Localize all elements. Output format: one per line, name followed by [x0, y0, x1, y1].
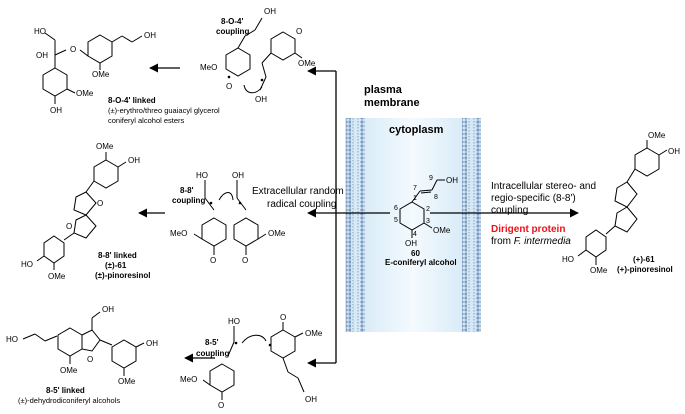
dirigent-protein-label: Dirigent protein: [491, 224, 565, 235]
middle-product-structure: [36, 152, 127, 270]
oh-label-top: OH: [446, 176, 458, 185]
top-radical-o: O: [226, 82, 232, 91]
plus-pinoresinol-structure: [577, 140, 668, 265]
extracellular-label-2: radical coupling: [267, 199, 337, 210]
bottom-product-oh-2: OH: [146, 339, 158, 348]
top-radical-meo: MeO: [200, 63, 217, 72]
cytoplasm-region: [345, 118, 481, 332]
lipid-heads-outer-right: [476, 118, 481, 332]
atom-1: 1: [413, 195, 417, 202]
atom-5: 5: [394, 217, 398, 224]
top-product-label-3: coniferyl alcohol esters: [108, 116, 185, 125]
top-product-label-2: (±)-erythro/threo guaiacyl glycerol: [108, 106, 220, 115]
plasma-membrane-label: plasma: [364, 84, 403, 96]
plasma-membrane-label-2: membrane: [364, 97, 420, 109]
membrane: [345, 118, 481, 332]
top-product-oh-3: OH: [50, 106, 62, 115]
cytoplasm-label: cytoplasm: [389, 124, 444, 136]
bottom-product-ome: OMe: [60, 366, 78, 375]
bottom-coupling-label-1: 8-5': [205, 338, 219, 347]
bottom-radical-ome: OMe: [305, 329, 323, 338]
middle-radical-pair: [193, 180, 267, 255]
pinoresinol-ho: HO: [562, 255, 574, 264]
top-coupling-label-1: 8-O-4': [221, 17, 243, 26]
top-radical-ome: OMe: [298, 59, 316, 68]
middle-radical-o-2: O: [242, 256, 248, 265]
lipid-heads-inner-right: [462, 118, 467, 332]
top-product-structure: [42, 32, 143, 104]
radical-dots: [209, 75, 272, 347]
middle-radical-o: O: [210, 256, 216, 265]
bottom-radical-pair: [202, 322, 305, 400]
middle-product-o-2: O: [66, 222, 72, 231]
compound-number-60: 60: [411, 249, 420, 258]
bottom-product-o: O: [87, 355, 93, 364]
coniferyl-alcohol-structure: [399, 179, 445, 238]
bottom-product-label-2: (±)-dehydrodiconiferyl alcohols: [18, 396, 120, 405]
top-product-o: O: [70, 45, 76, 54]
bottom-radical-oh: OH: [305, 395, 317, 404]
intracellular-label-2: regio-specific (8-8'): [491, 193, 576, 204]
top-product-ome: OMe: [92, 70, 110, 79]
middle-product-ho: HO: [21, 260, 33, 269]
top-product-label-1: 8-O-4' linked: [108, 96, 156, 105]
bottom-product-ome-2: OMe: [118, 377, 136, 386]
middle-product-o: O: [97, 199, 103, 208]
bottom-radical-meo: MeO: [180, 375, 197, 384]
extracellular-label-1: Extracellular random: [252, 186, 344, 197]
bottom-radical-o-2: O: [218, 401, 224, 410]
dirigent-source: from F. intermedia: [491, 236, 571, 247]
top-radical-o-2: O: [296, 27, 302, 36]
atom-9: 9: [429, 175, 433, 182]
lipid-heads-inner-left: [360, 118, 365, 332]
bottom-product-ho: HO: [6, 335, 18, 344]
atom-2: 2: [426, 206, 430, 213]
top-radical-oh-2: OH: [255, 95, 267, 104]
middle-product-ome-2: OMe: [48, 272, 66, 281]
atom-7: 7: [413, 185, 417, 192]
top-product-oh-2: OH: [144, 31, 156, 40]
top-product-ho: HO: [34, 27, 46, 36]
pinoresinol-ome-bottom: OMe: [590, 266, 608, 275]
lipid-heads-outer-left: [346, 118, 351, 332]
ome-label: OMe: [433, 226, 451, 235]
middle-product-ome: OMe: [96, 142, 114, 151]
middle-coupling-label-2: coupling: [172, 196, 205, 205]
top-product-oh: OH: [36, 51, 48, 60]
compound-name-60: E-coniferyl alcohol: [385, 258, 457, 267]
intracellular-label-3: coupling: [491, 205, 528, 216]
middle-radical-ho: HO: [196, 171, 208, 180]
pinoresinol-oh: OH: [668, 147, 680, 156]
bottom-product-structure: [22, 311, 145, 376]
middle-radical-oh: OH: [232, 171, 244, 180]
top-radical-pair: [225, 17, 303, 94]
product-number-plus-61: (+)-61: [633, 255, 655, 264]
middle-radical-meo: MeO: [170, 229, 187, 238]
bottom-radical-ho: HO: [228, 317, 240, 326]
top-radical-oh: OH: [264, 7, 276, 16]
middle-product-label-2: (±)-61: [105, 261, 127, 270]
pathway-arrows: [138, 63, 579, 368]
bottom-product-oh: OH: [102, 305, 114, 314]
atom-4: 4: [413, 231, 417, 238]
intracellular-label-1: Intracellular stereo- and: [491, 181, 596, 192]
middle-product-oh: OH: [128, 156, 140, 165]
pinoresinol-ome-top: OMe: [648, 131, 666, 140]
product-name-plus-pinoresinol: (+)-pinoresinol: [617, 265, 673, 274]
atom-3: 3: [426, 218, 430, 225]
oh-label-bottom: OH: [405, 239, 417, 248]
atom-6: 6: [394, 205, 398, 212]
bottom-coupling-label-2: coupling: [196, 349, 229, 358]
bottom-radical-o: O: [280, 313, 286, 322]
middle-product-label-1: 8-8' linked: [98, 251, 137, 260]
top-coupling-label-2: coupling: [216, 27, 249, 36]
atom-8: 8: [434, 194, 438, 201]
middle-coupling-label-1: 8-8': [180, 186, 194, 195]
middle-radical-ome: OMe: [268, 229, 286, 238]
top-product-ome-2: OMe: [76, 89, 94, 98]
bottom-product-label-1: 8-5' linked: [46, 386, 85, 395]
middle-product-label-3: (±)-pinoresinol: [95, 271, 151, 280]
